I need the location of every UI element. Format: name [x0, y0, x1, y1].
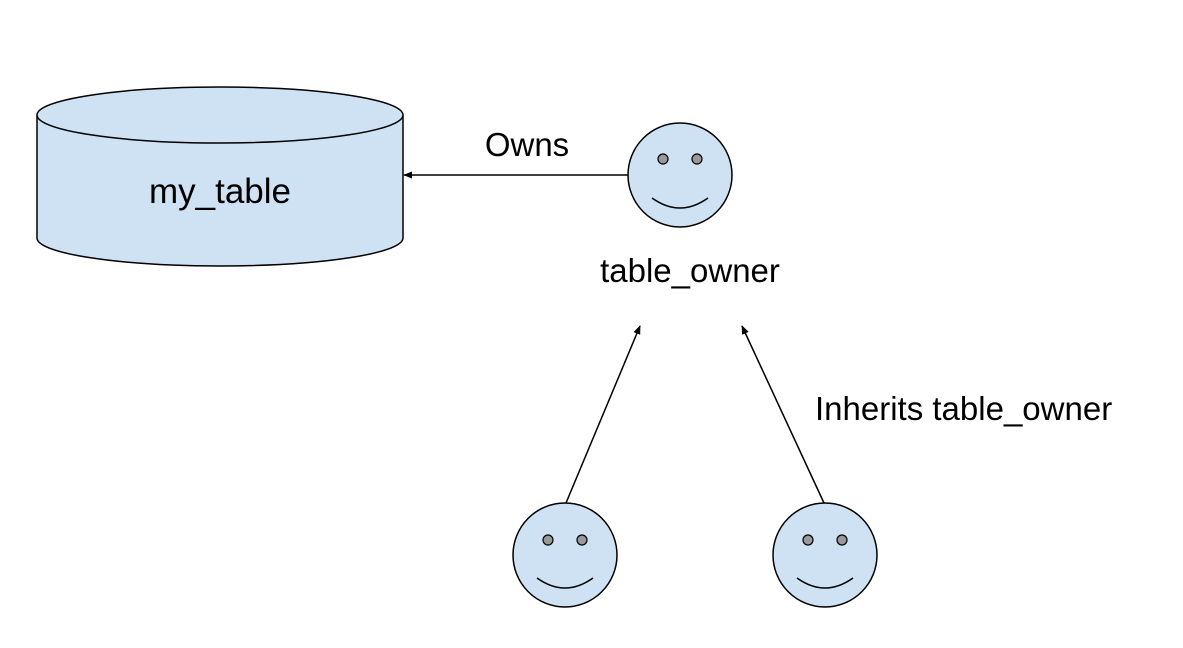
- inherit-arrow-left: [565, 325, 641, 504]
- cylinder-body: [36, 115, 404, 267]
- owns-label: Owns: [485, 126, 569, 163]
- inherit-arrow-right: [741, 325, 825, 504]
- smiley-face-icon: [772, 502, 878, 608]
- owner-label: table_owner: [600, 252, 780, 289]
- smiley-face-icon: [627, 122, 733, 228]
- smiley-face-icon: [512, 502, 618, 608]
- cylinder-top: [36, 86, 404, 144]
- table-label: my_table: [149, 172, 291, 211]
- database-icon: [36, 86, 404, 267]
- inherits-label: Inherits table_owner: [815, 390, 1112, 427]
